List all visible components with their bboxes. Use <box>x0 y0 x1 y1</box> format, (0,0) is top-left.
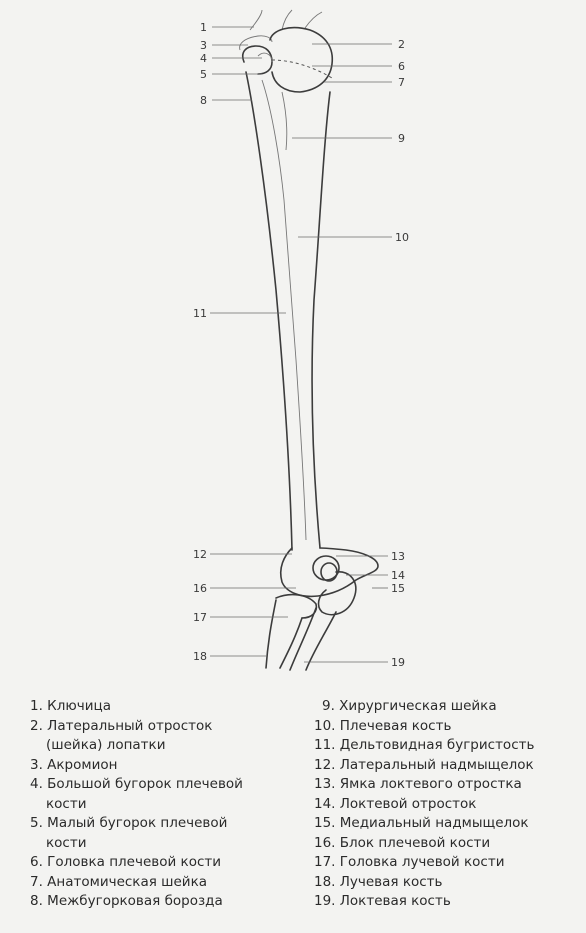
intertubercular-groove <box>261 79 307 541</box>
legend-item: 3. Акромион <box>30 756 118 773</box>
legend-item: 9. Хирургическая шейка <box>322 698 497 714</box>
label-16: 16 <box>193 582 207 595</box>
label-6: 6 <box>398 60 405 73</box>
ulna-shaft <box>289 607 317 671</box>
surgical-neck-line <box>281 91 288 151</box>
label-8: 8 <box>200 94 207 107</box>
legend-item: 7. Анатомическая шейка <box>30 873 207 890</box>
distal-humerus <box>279 547 379 598</box>
label-4: 4 <box>200 52 207 65</box>
scapula-outline <box>281 9 293 31</box>
humerus-diagram: 1 2 3 4 5 6 7 8 9 10 11 12 13 14 15 16 1… <box>193 9 409 671</box>
lesser-tubercle <box>257 52 273 63</box>
olecranon <box>320 562 338 582</box>
legend-item: 17. Головка лучевой кости <box>314 854 505 870</box>
label-14: 14 <box>391 569 405 582</box>
legend-item: 4. Большой бугорок плечевой <box>30 776 243 792</box>
label-15: 15 <box>391 582 405 595</box>
label-1: 1 <box>200 21 207 34</box>
label-5: 5 <box>200 68 207 81</box>
legend-left-column: 1. Ключица 2. Латеральный отросток (шейк… <box>30 697 243 912</box>
label-13: 13 <box>391 550 405 563</box>
label-3: 3 <box>200 39 207 52</box>
legend-item-continuation: кости <box>46 795 87 812</box>
label-18: 18 <box>193 650 207 663</box>
legend-item: 10. Плечевая кость <box>314 717 452 734</box>
legend-item: 11. Дельтовидная бугристость <box>314 737 535 753</box>
clavicle-outline <box>249 9 263 31</box>
legend-item: 18. Лучевая кость <box>314 873 443 890</box>
scapula-process <box>304 11 323 29</box>
label-19: 19 <box>391 656 405 669</box>
legend-item: 1. Ключица <box>30 698 111 714</box>
legend-item: 5. Малый бугорок плечевой <box>30 815 228 831</box>
legend-item: 14. Локтевой отросток <box>314 795 477 812</box>
ulna-shaft-outer <box>305 611 337 671</box>
legend-item: 13. Ямка локтевого отростка <box>314 776 522 792</box>
legend-item-continuation: кости <box>46 834 87 851</box>
label-2: 2 <box>398 38 405 51</box>
legend-item: 6. Головка плечевой кости <box>30 854 222 870</box>
humerus-head <box>269 26 334 93</box>
legend-item: 2. Латеральный отросток <box>30 717 213 734</box>
label-12: 12 <box>193 548 207 561</box>
legend-item: 15. Медиальный надмыщелок <box>314 815 529 831</box>
anatomical-neck <box>271 59 333 79</box>
radius-shaft <box>265 599 277 669</box>
radius-head <box>275 593 318 619</box>
label-11: 11 <box>193 307 207 320</box>
legend-item: 8. Межбугорковая борозда <box>30 893 223 909</box>
legend-right-column: 9. Хирургическая шейка 10. Плечевая кост… <box>314 697 534 912</box>
humerus-shaft-medial <box>311 91 331 549</box>
legend-item-continuation: (шейка) лопатки <box>46 737 166 753</box>
label-17: 17 <box>193 611 207 624</box>
radius-shaft-inner <box>279 617 303 669</box>
legend-item: 16. Блок плечевой кости <box>314 834 491 851</box>
legend-item: 19. Локтевая кость <box>314 893 451 909</box>
legend-item: 12. Латеральный надмыщелок <box>314 756 534 773</box>
label-9: 9 <box>398 132 405 145</box>
greater-tubercle <box>241 45 273 75</box>
label-7: 7 <box>398 76 405 89</box>
trochlea <box>317 571 357 616</box>
humerus-shaft-lateral <box>245 71 293 551</box>
acromion-outline <box>239 35 273 51</box>
label-10: 10 <box>395 231 409 244</box>
